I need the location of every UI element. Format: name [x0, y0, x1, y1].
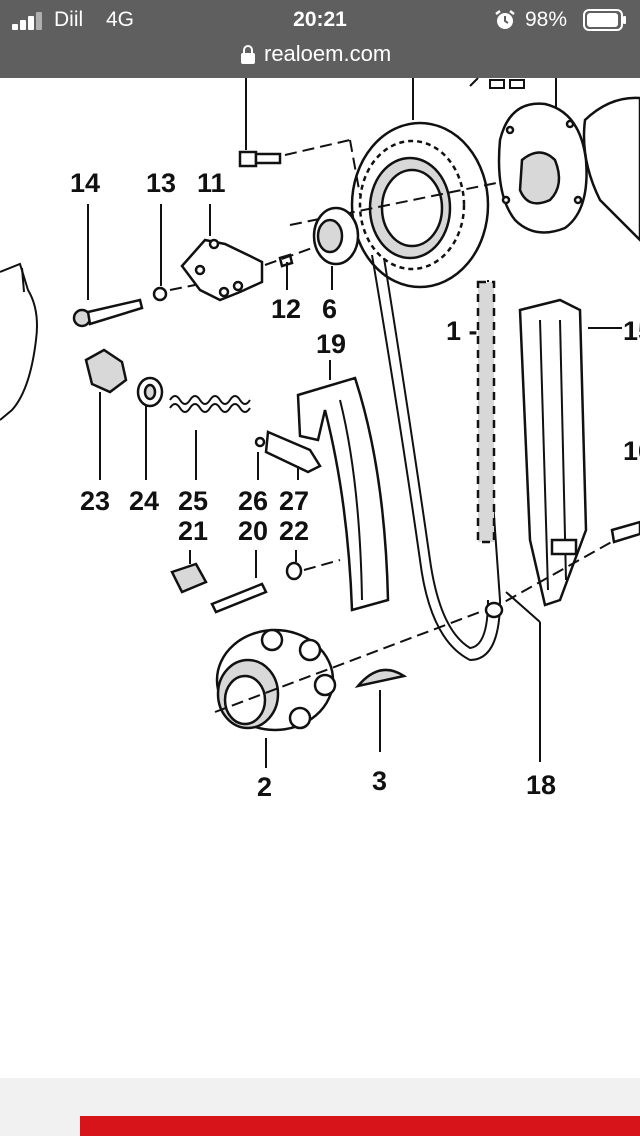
chain-link	[484, 591, 541, 762]
label-part-6: 6	[322, 294, 337, 324]
label-part-12: 12	[271, 294, 301, 324]
label-part-15: 15	[623, 316, 640, 346]
network-type: 4G	[106, 8, 135, 31]
label-part-16: 16	[623, 436, 640, 466]
label-part-23: 23	[80, 486, 110, 516]
clock: 20:21	[293, 8, 347, 31]
battery-percentage: 98%	[525, 8, 568, 31]
timing-chain	[371, 254, 502, 662]
label-part-20: 20	[238, 516, 268, 546]
engine-cover	[0, 262, 38, 421]
signal-icon	[12, 12, 46, 30]
label-part-21: 21	[178, 516, 208, 546]
label-part-19: 19	[316, 329, 346, 359]
gasket	[582, 96, 640, 242]
tensioner-spring-set	[84, 348, 322, 480]
alarm-clock-icon	[495, 10, 515, 29]
tensioner-rail	[296, 360, 390, 612]
label-part-22: 22	[279, 516, 309, 546]
rail-pin-set	[170, 550, 341, 614]
label-part-13: 13	[146, 168, 176, 198]
parts-diagram: 14 13 11 12 6 19 1 - 15 23 24 25 26 27 2…	[0, 78, 640, 802]
label-part-11: 11	[197, 168, 226, 198]
label-part-14: 14	[70, 168, 100, 198]
label-part-2: 2	[257, 772, 272, 802]
red-banner[interactable]	[80, 1116, 640, 1136]
label-part-24: 24	[129, 486, 159, 516]
carrier-name: Diil	[54, 8, 84, 31]
label-part-1: 1 -	[446, 316, 478, 346]
lock-icon	[241, 45, 255, 64]
label-part-3: 3	[372, 766, 387, 796]
browser-chrome: Diil 4G 20:21 98% realoem.com	[0, 0, 640, 78]
camshaft-flange	[469, 78, 588, 234]
top-bolt	[238, 78, 351, 168]
status-bar: Diil 4G 20:21 98%	[0, 0, 640, 40]
axis-line	[489, 539, 616, 611]
url-text[interactable]: realoem.com	[264, 41, 392, 66]
woodruff-key	[354, 668, 408, 752]
pin-16	[610, 520, 640, 544]
guide-rail	[518, 298, 622, 607]
label-part-26: 26	[238, 486, 268, 516]
tensioner-assembly	[72, 204, 360, 328]
address-bar[interactable]: realoem.com	[0, 40, 640, 72]
label-part-25: 25	[178, 486, 208, 516]
crankshaft-sprocket	[214, 611, 481, 768]
battery-icon	[583, 9, 626, 31]
label-part-18: 18	[526, 770, 556, 800]
label-part-27: 27	[279, 486, 309, 516]
